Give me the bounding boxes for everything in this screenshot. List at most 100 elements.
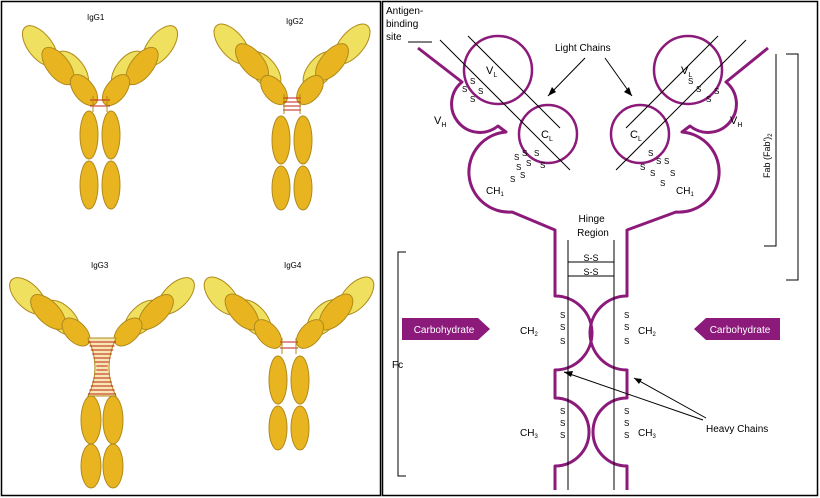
ch2-label-left: CH2 bbox=[520, 326, 538, 338]
disulfide-s-label: S bbox=[522, 149, 527, 158]
heavy-chain-right bbox=[588, 46, 769, 490]
hinge-region-label: Hinge Region bbox=[577, 214, 609, 239]
left-panel-frame bbox=[0, 0, 382, 497]
light-chain-line-left bbox=[439, 39, 571, 171]
igg2-fc-ch2-left bbox=[271, 115, 291, 165]
disulfide-s-label: S bbox=[560, 323, 565, 332]
igg2-fc-ch3-left bbox=[271, 165, 291, 211]
igg3-fc-ch2-left bbox=[80, 395, 102, 445]
vh-label-left: VH bbox=[434, 115, 446, 129]
disulfide-s-label: S bbox=[514, 153, 519, 162]
light-chain-line-right bbox=[615, 39, 747, 171]
igg4-fc-ch2-left bbox=[268, 355, 288, 405]
igg1-heavy-fab-right-2 bbox=[101, 74, 131, 106]
igg2-heavy-fab-right-2 bbox=[296, 74, 324, 106]
antigen-binding-site-label: Antigen- binding site bbox=[386, 6, 426, 43]
light-chain-line-right bbox=[625, 35, 719, 129]
antibody-structure-panel: S-S S-S Fab (Fab')2 Fc Carbohydrate Carb… bbox=[386, 6, 799, 490]
disulfide-s-label: S bbox=[624, 431, 629, 440]
vl-domain-left bbox=[462, 34, 534, 106]
light-chains-arrow-left bbox=[547, 57, 586, 97]
igg1-fc-ch2-right bbox=[101, 110, 121, 160]
disulfide-s-label: S bbox=[706, 95, 711, 104]
disulfide-s-label: S bbox=[516, 163, 521, 172]
disulfide-s-label: S bbox=[624, 323, 629, 332]
igg4-fc-ch3-right bbox=[290, 405, 310, 451]
fc-bracket bbox=[397, 251, 406, 477]
disulfide-s-label: S bbox=[560, 407, 565, 416]
heavy-chains-arrow-right bbox=[633, 377, 707, 419]
disulfide-s-label: S bbox=[470, 95, 475, 104]
disulfide-s-label: S bbox=[664, 157, 669, 166]
igg-subclasses-panel: IgG1 IgG2 bbox=[9, 13, 375, 489]
ch3-label-right: CH3 bbox=[638, 428, 656, 440]
arrowhead bbox=[624, 87, 632, 96]
igg4-label: IgG4 bbox=[284, 261, 302, 270]
disulfide-s-label: S bbox=[560, 419, 565, 428]
disulfide-s-label: S bbox=[660, 179, 665, 188]
igg1-fc-ch2-left bbox=[79, 110, 99, 160]
fc-label: Fc bbox=[392, 360, 403, 371]
disulfide-s-label: S bbox=[670, 169, 675, 178]
disulfide-s-label: S bbox=[624, 419, 629, 428]
igg3-heavy-fab-left-2 bbox=[61, 317, 91, 347]
ch2-label-right: CH2 bbox=[638, 326, 656, 338]
arrowhead bbox=[548, 87, 556, 96]
igg1-heavy-fab-left-2 bbox=[69, 74, 99, 106]
igg3-heavy-fab-right-2 bbox=[113, 317, 143, 347]
igg3-fc-ch3-left bbox=[80, 443, 102, 489]
disulfide-s-label: S bbox=[648, 149, 653, 158]
right-panel-frame bbox=[381, 0, 819, 497]
hinge-disulfide-label: S-S bbox=[583, 253, 598, 263]
igg3-fc-ch3-right bbox=[102, 443, 124, 489]
disulfide-s-label: S bbox=[462, 85, 467, 94]
cl-domain-left bbox=[517, 103, 579, 165]
disulfide-s-label: S bbox=[560, 311, 565, 320]
fab-inner-bracket bbox=[764, 54, 777, 247]
arrowhead bbox=[564, 371, 573, 377]
disulfide-s-label: S bbox=[640, 163, 645, 172]
disulfide-s-label: S bbox=[534, 149, 539, 158]
igg1-fc-ch3-right bbox=[101, 160, 121, 210]
carbohydrate-tag-right bbox=[694, 318, 780, 340]
igg4-heavy-fab-left-2 bbox=[253, 319, 283, 349]
igg2-fc-ch2-right bbox=[293, 115, 313, 165]
vl-label-right: VL bbox=[681, 65, 692, 79]
ch1-label-right: CH1 bbox=[676, 186, 694, 198]
arrowhead bbox=[634, 378, 642, 384]
vh-label-right: VH bbox=[730, 115, 742, 129]
disulfide-s-label: S bbox=[526, 159, 531, 168]
disulfide-s-label: S bbox=[688, 77, 693, 86]
cl-label-left: CL bbox=[541, 129, 553, 143]
disulfide-s-label: S bbox=[624, 311, 629, 320]
disulfide-s-label: S bbox=[624, 407, 629, 416]
heavy-chains-arrow-left bbox=[563, 371, 704, 421]
fab-bracket bbox=[786, 53, 799, 281]
igg2-molecule: IgG2 bbox=[213, 17, 371, 211]
disulfide-s-label: S bbox=[560, 431, 565, 440]
igg3-label: IgG3 bbox=[91, 261, 109, 270]
igg3-long-hinge bbox=[87, 337, 117, 397]
igg4-heavy-fab-right-2 bbox=[295, 319, 325, 349]
carbohydrate-tag-left bbox=[402, 318, 490, 340]
igg1-label: IgG1 bbox=[87, 13, 105, 22]
ch1-label-left: CH1 bbox=[486, 186, 504, 198]
cl-label-right: CL bbox=[630, 129, 642, 143]
igg2-label: IgG2 bbox=[286, 17, 304, 26]
disulfide-s-label: S bbox=[560, 337, 565, 346]
igg4-molecule: IgG4 bbox=[203, 261, 375, 451]
igg3-molecule: IgG3 bbox=[9, 261, 195, 489]
heavy-chain-left bbox=[417, 46, 594, 490]
light-chains-label: Light Chains bbox=[555, 43, 611, 54]
disulfide-s-label: S bbox=[540, 161, 545, 170]
carbohydrate-label-right: Carbohydrate bbox=[710, 325, 771, 336]
igg2-fc-ch3-right bbox=[293, 165, 313, 211]
disulfide-s-label: S bbox=[714, 87, 719, 96]
ch3-label-left: CH3 bbox=[520, 428, 538, 440]
disulfide-s-label: S bbox=[520, 171, 525, 180]
disulfide-s-label: S bbox=[470, 77, 475, 86]
carbohydrate-label-left: Carbohydrate bbox=[414, 325, 475, 336]
vl-label-left: VL bbox=[486, 65, 497, 79]
heavy-chains-label: Heavy Chains bbox=[706, 424, 768, 435]
